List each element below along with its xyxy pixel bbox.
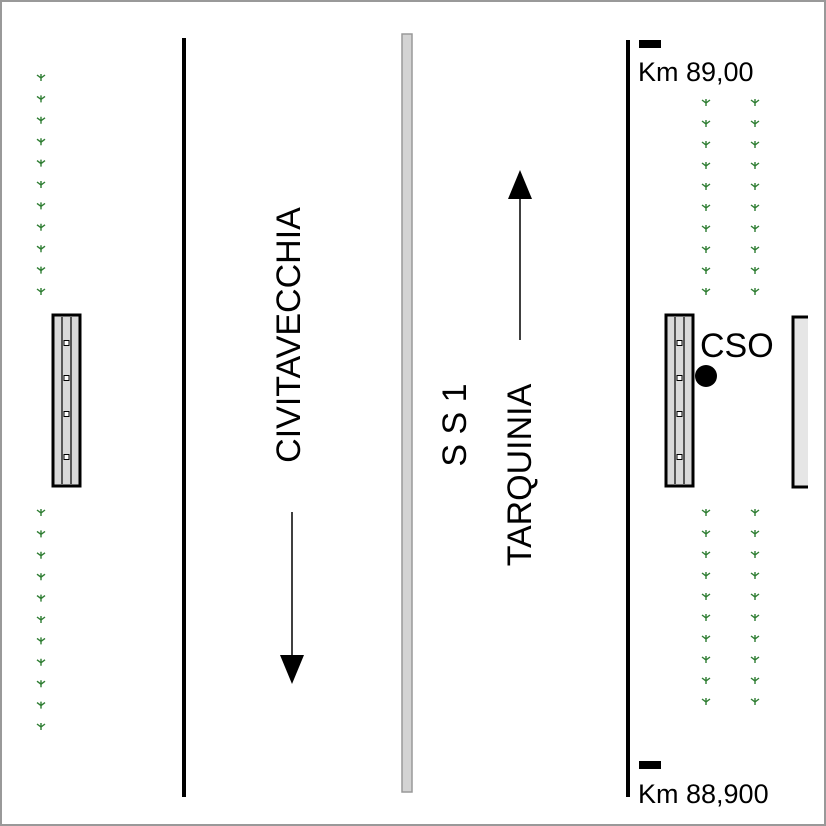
tree-marker <box>36 680 46 688</box>
tree-marker <box>750 656 760 663</box>
barrier-post <box>63 340 70 346</box>
tree-marker <box>36 723 46 730</box>
tree-marker <box>750 572 760 579</box>
barrier-post <box>63 454 70 460</box>
tree-marker <box>750 677 760 684</box>
tree-marker <box>701 246 711 253</box>
km-marker-top <box>639 40 661 48</box>
barrier-post <box>676 454 683 460</box>
barrier-post <box>676 375 683 381</box>
tree-marker <box>36 202 46 210</box>
tree-marker <box>701 572 711 579</box>
tree-marker <box>36 701 46 709</box>
tree-marker <box>750 530 760 537</box>
tree-rows <box>36 74 760 730</box>
road-name-label: S S 1 <box>436 383 474 466</box>
tree-marker <box>750 225 760 232</box>
tree-marker <box>36 594 46 602</box>
tree-marker <box>750 614 760 621</box>
tree-marker <box>701 141 711 148</box>
tree-marker <box>36 74 46 81</box>
barrier-post <box>63 411 70 417</box>
median-strip <box>401 33 413 793</box>
station-dot <box>695 365 717 387</box>
tree-marker <box>36 223 46 231</box>
barrier-post <box>63 375 70 381</box>
tree-marker <box>701 509 711 516</box>
tree-marker <box>36 637 46 645</box>
tree-marker <box>750 551 760 558</box>
tree-marker <box>701 614 711 621</box>
direction-label-civitavecchia: CIVITAVECCHIA <box>270 207 308 463</box>
tree-marker <box>701 677 711 684</box>
tree-marker <box>701 183 711 190</box>
tree-marker <box>701 120 711 127</box>
tree-marker <box>36 95 46 103</box>
tree-marker <box>750 162 760 169</box>
barrier-left <box>51 313 82 488</box>
tree-marker <box>750 183 760 190</box>
tree-marker <box>36 658 46 666</box>
tree-marker <box>701 288 711 295</box>
tree-marker <box>701 593 711 600</box>
barrier-post <box>676 340 683 346</box>
barrier-right <box>664 313 695 488</box>
tree-marker <box>36 530 46 538</box>
tree-marker <box>36 551 46 559</box>
tree-marker <box>36 573 46 581</box>
km-marker-bottom <box>639 761 661 769</box>
tree-marker <box>36 288 46 295</box>
tree-marker <box>36 616 46 623</box>
tree-marker <box>36 509 46 516</box>
tree-marker <box>36 181 46 188</box>
tree-marker <box>750 99 760 106</box>
direction-label-tarquinia: TARQUINIA <box>501 383 539 566</box>
tree-marker <box>750 204 760 211</box>
tree-marker <box>36 138 46 146</box>
tree-marker <box>701 656 711 663</box>
tree-marker <box>750 288 760 295</box>
tree-marker <box>701 530 711 537</box>
tree-marker <box>750 120 760 127</box>
tree-marker <box>701 225 711 232</box>
tree-marker <box>701 698 711 705</box>
tree-marker <box>36 266 46 274</box>
tree-marker <box>701 162 711 169</box>
tree-marker <box>701 99 711 106</box>
km-label-top: Km 89,00 <box>638 57 754 87</box>
arrow-down-civitavecchia <box>280 512 304 684</box>
tree-marker <box>701 635 711 642</box>
tree-marker <box>750 593 760 600</box>
tree-marker <box>701 267 711 274</box>
tree-marker <box>701 551 711 558</box>
tree-marker <box>701 204 711 211</box>
barrier-post <box>676 411 683 417</box>
tree-marker <box>750 509 760 516</box>
tree-marker <box>750 141 760 148</box>
arrow-up-tarquinia <box>508 170 532 340</box>
tree-marker <box>750 698 760 705</box>
tree-marker <box>750 246 760 253</box>
building <box>791 315 808 489</box>
barriers <box>51 313 695 488</box>
tree-marker <box>36 245 46 253</box>
station-label: CSO <box>700 327 774 365</box>
km-label-bottom: Km 88,900 <box>638 779 769 809</box>
tree-marker <box>750 635 760 642</box>
tree-marker <box>36 159 46 167</box>
tree-marker <box>36 116 46 124</box>
tree-marker <box>750 267 760 274</box>
